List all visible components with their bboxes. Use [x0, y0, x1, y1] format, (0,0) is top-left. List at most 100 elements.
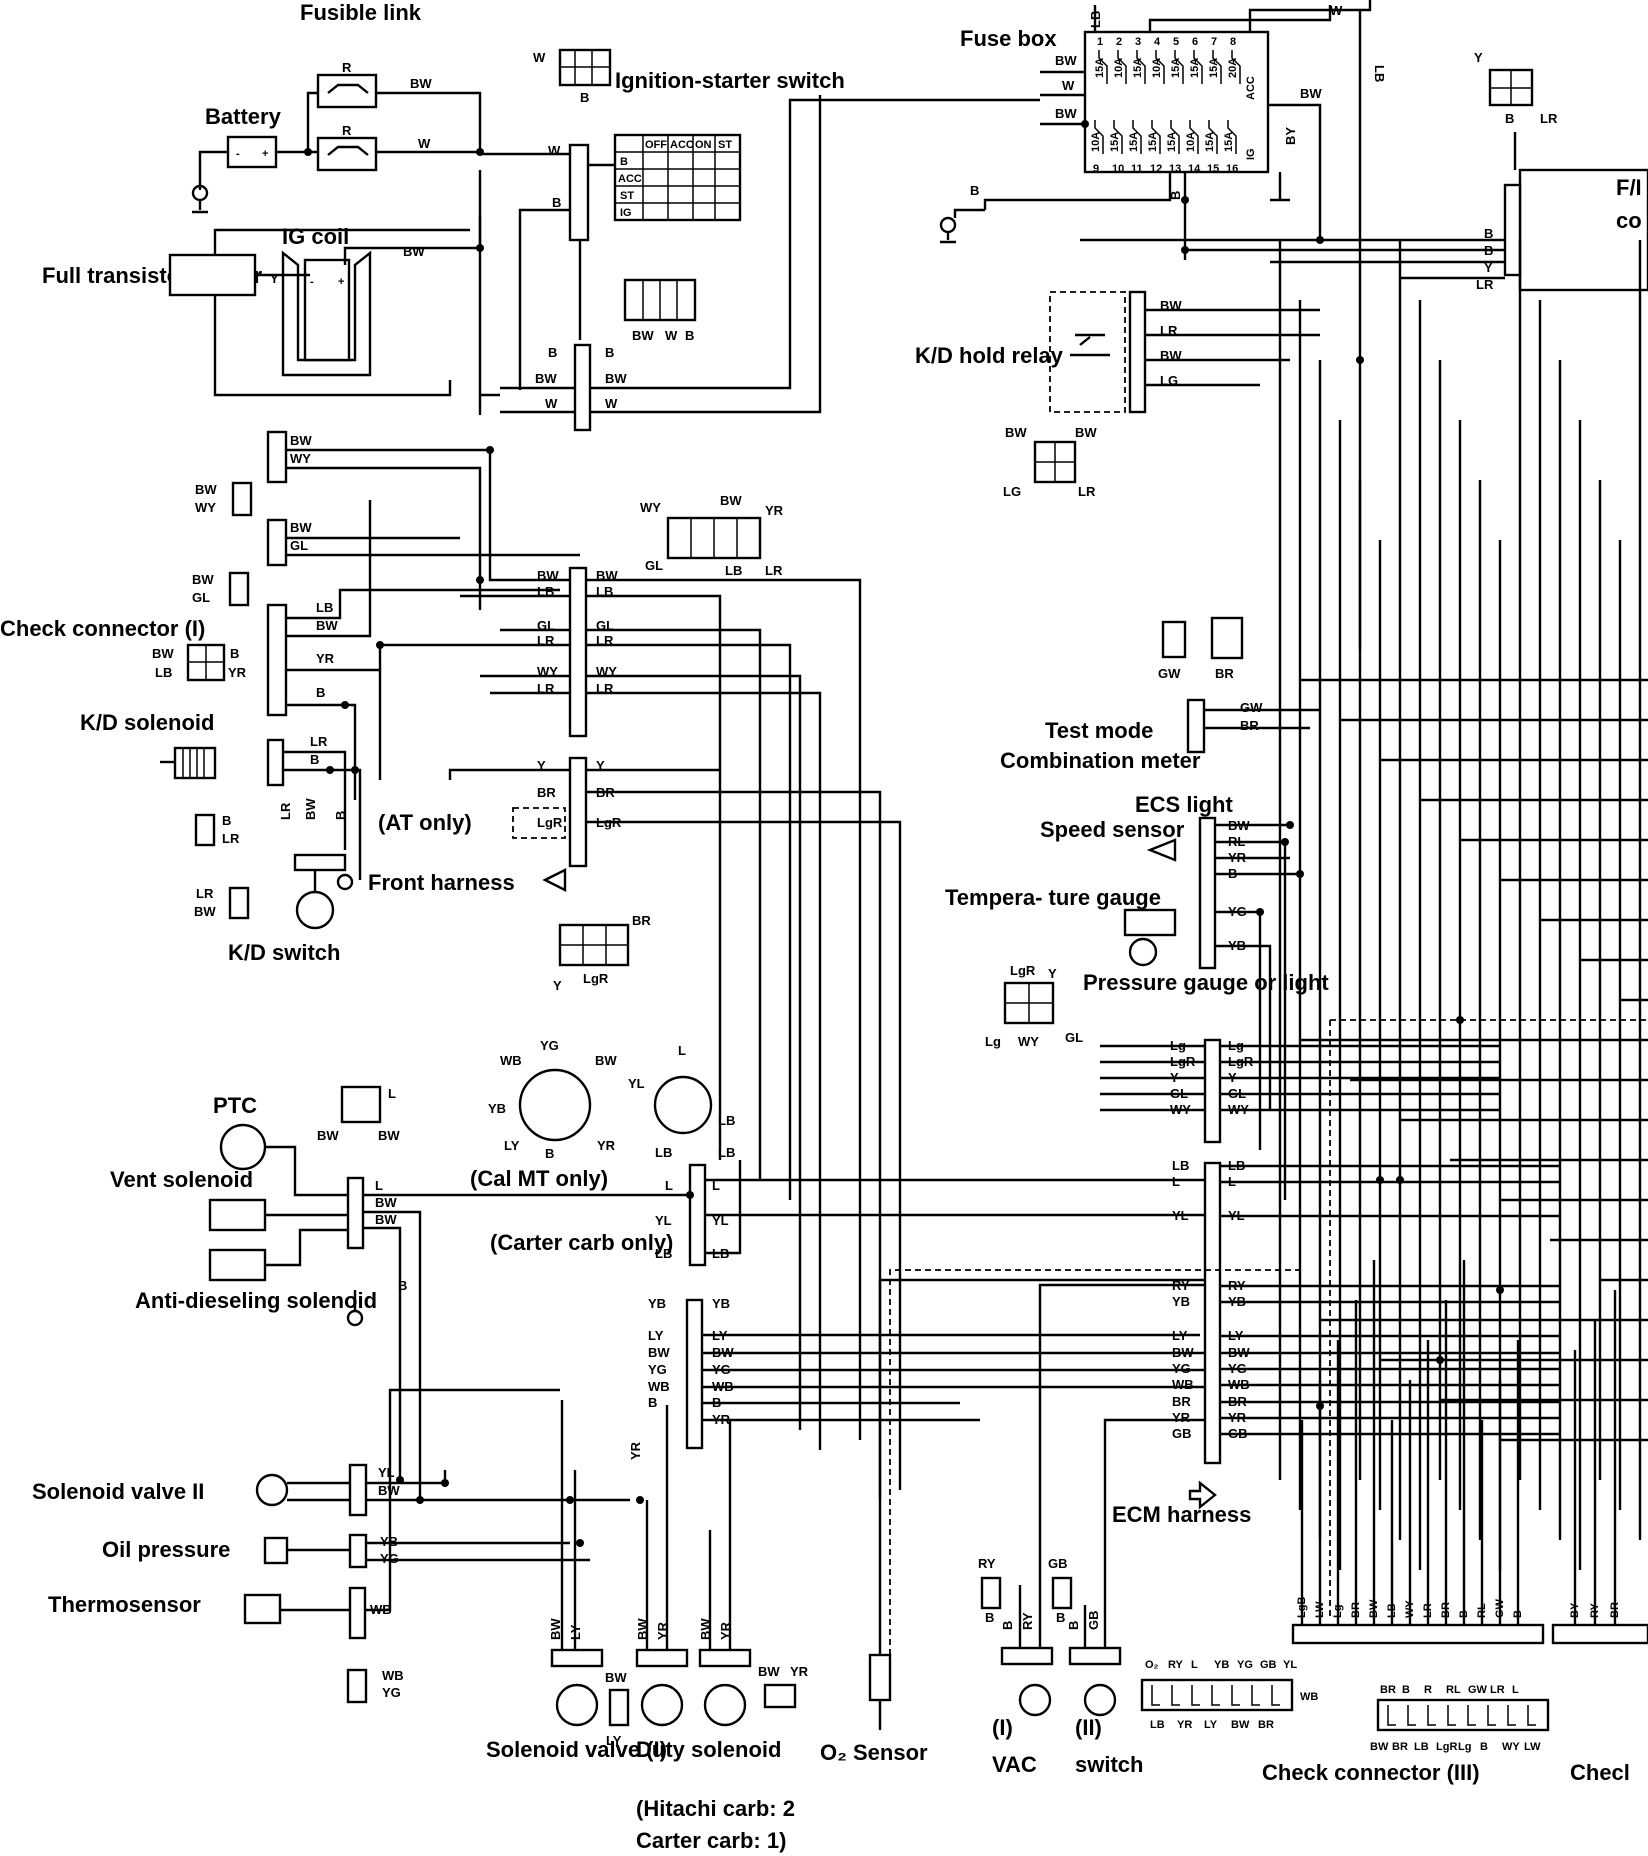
- wire: [1527, 1705, 1536, 1726]
- svg-text:IG: IG: [1245, 148, 1257, 160]
- junction-dot: [1296, 870, 1304, 878]
- svg-text:GL: GL: [645, 558, 663, 573]
- wire-label: B: [685, 328, 694, 343]
- fuse-rating: 15A: [1094, 58, 1106, 78]
- distributor-section: YG WB BW YB LY B YR L YL LB LB LB (Cal M…: [470, 1038, 1205, 1267]
- svg-text:LR: LR: [196, 886, 214, 901]
- junction-dot: [1081, 120, 1089, 128]
- vac-pin-label: L: [1191, 1659, 1198, 1671]
- svg-text:BW: BW: [378, 1128, 400, 1143]
- svg-text:YR: YR: [597, 1138, 616, 1153]
- kd-switch-connector: [293, 853, 347, 872]
- fuse-rating: 10A: [1113, 58, 1125, 78]
- wire: [1208, 120, 1218, 154]
- svg-text:LG: LG: [1003, 484, 1021, 499]
- combination-meter-label: Combination meter: [1000, 748, 1201, 773]
- wire: [1271, 1685, 1280, 1706]
- junction-dot: [1456, 1016, 1464, 1024]
- check3-pin-label: RL: [1446, 1684, 1461, 1696]
- test-mode-label: Test mode: [1045, 718, 1153, 743]
- svg-text:BW: BW: [1005, 425, 1027, 440]
- fuse-number: 12: [1150, 163, 1162, 175]
- temperature-gauge-icon: [1123, 908, 1177, 937]
- junction-dot: [1286, 821, 1294, 829]
- svg-text:B: B: [985, 1610, 994, 1625]
- junction-dot: [566, 1496, 574, 1504]
- connector-br-icon: [1210, 616, 1244, 660]
- svg-text:BW: BW: [194, 904, 216, 919]
- connector-icon: [231, 481, 253, 517]
- svg-text:YR: YR: [628, 1441, 643, 1460]
- fuse-box-label: Fuse box: [960, 26, 1057, 51]
- svg-text:Y: Y: [1048, 966, 1057, 981]
- pressure-gauge-label: Pressure gauge or light: [1083, 970, 1329, 995]
- check3-pin-label: GW: [1468, 1684, 1488, 1696]
- fuse-number: 15: [1207, 163, 1219, 175]
- junction-dot: [1316, 1402, 1324, 1410]
- check3-pin-label: LB: [1414, 1741, 1429, 1753]
- wire-label: Y: [270, 271, 279, 286]
- wire-label: W: [418, 136, 431, 151]
- svg-text:LB: LB: [718, 1145, 735, 1160]
- svg-text:B: B: [620, 156, 628, 168]
- svg-text:BW: BW: [290, 433, 312, 448]
- svg-text:LR: LR: [1476, 277, 1494, 292]
- svg-text:GW: GW: [1240, 700, 1263, 715]
- svg-text:LR: LR: [1540, 111, 1558, 126]
- junction-dot: [686, 1191, 694, 1199]
- switch-table: OFF ACC ON ST B ACC ST IG: [613, 133, 742, 222]
- check3-pin-label: BR: [1380, 1684, 1396, 1696]
- connector-gw-icon: [1161, 620, 1187, 659]
- check3-pin-label: LgR: [1436, 1741, 1457, 1753]
- svg-text:LB: LB: [655, 1246, 672, 1261]
- svg-text:WB: WB: [500, 1053, 522, 1068]
- svg-text:GW: GW: [1158, 666, 1181, 681]
- junction-dot: [376, 641, 384, 649]
- check3-pin-label: BW: [1370, 1741, 1389, 1753]
- wire-label: L: [1172, 1174, 1180, 1189]
- fusible-link-label: Fusible link: [300, 0, 422, 25]
- svg-text:F/I: F/I: [1616, 175, 1642, 200]
- check3-pin-label: LR: [1490, 1684, 1505, 1696]
- svg-text:WY: WY: [640, 500, 661, 515]
- fuse-rating: 15A: [1189, 58, 1201, 78]
- svg-text:B: B: [398, 1278, 407, 1293]
- vac-switch-1-icon: [1018, 1683, 1052, 1717]
- connector-icon: [346, 1668, 368, 1704]
- wire: [1151, 1685, 1160, 1706]
- svg-text:Y: Y: [1474, 50, 1483, 65]
- junction-dot: [416, 1496, 424, 1504]
- svg-text:BW: BW: [1075, 425, 1097, 440]
- kd-switch-icon: [295, 890, 335, 930]
- wire-label: WB: [648, 1379, 670, 1394]
- svg-text:B: B: [316, 685, 325, 700]
- junction-dot: [476, 576, 484, 584]
- wire: [1227, 120, 1237, 154]
- oil-pressure-label: Oil pressure: [102, 1537, 230, 1562]
- check3-pin-label: Lg: [1458, 1741, 1471, 1753]
- fuse-number: 5: [1173, 36, 1179, 48]
- svg-text:RY: RY: [1020, 1612, 1035, 1630]
- carb-connector: [685, 1298, 704, 1450]
- svg-text:BW: BW: [195, 482, 217, 497]
- svg-text:LY: LY: [606, 1733, 622, 1748]
- pressure-gauge-icon: [1128, 937, 1158, 967]
- junction-dot: [1316, 236, 1324, 244]
- distributor-7pin-icon: [518, 1068, 592, 1142]
- fuse-box-section: Fuse box 115A210A315A410A515A615A715A820…: [939, 0, 1387, 650]
- solenoid-valve-2-icon: [255, 1473, 289, 1507]
- connector-icon: [980, 1576, 1002, 1610]
- kd-hold-relay-label: K/D hold relay: [915, 343, 1064, 368]
- wire-label: Y: [537, 758, 546, 773]
- combination-meter-section: GW BR Test mode GW BR Combination meter …: [945, 616, 1329, 1200]
- fuse-number: 3: [1135, 36, 1141, 48]
- wire: [1231, 1685, 1240, 1706]
- svg-text:YR: YR: [316, 651, 335, 666]
- svg-text:RY: RY: [978, 1556, 996, 1571]
- svg-text:LR: LR: [278, 802, 293, 820]
- wire: [1189, 120, 1199, 154]
- svg-text:BW: BW: [1055, 53, 1077, 68]
- svg-text:YB: YB: [488, 1101, 506, 1116]
- svg-text:YR: YR: [765, 503, 784, 518]
